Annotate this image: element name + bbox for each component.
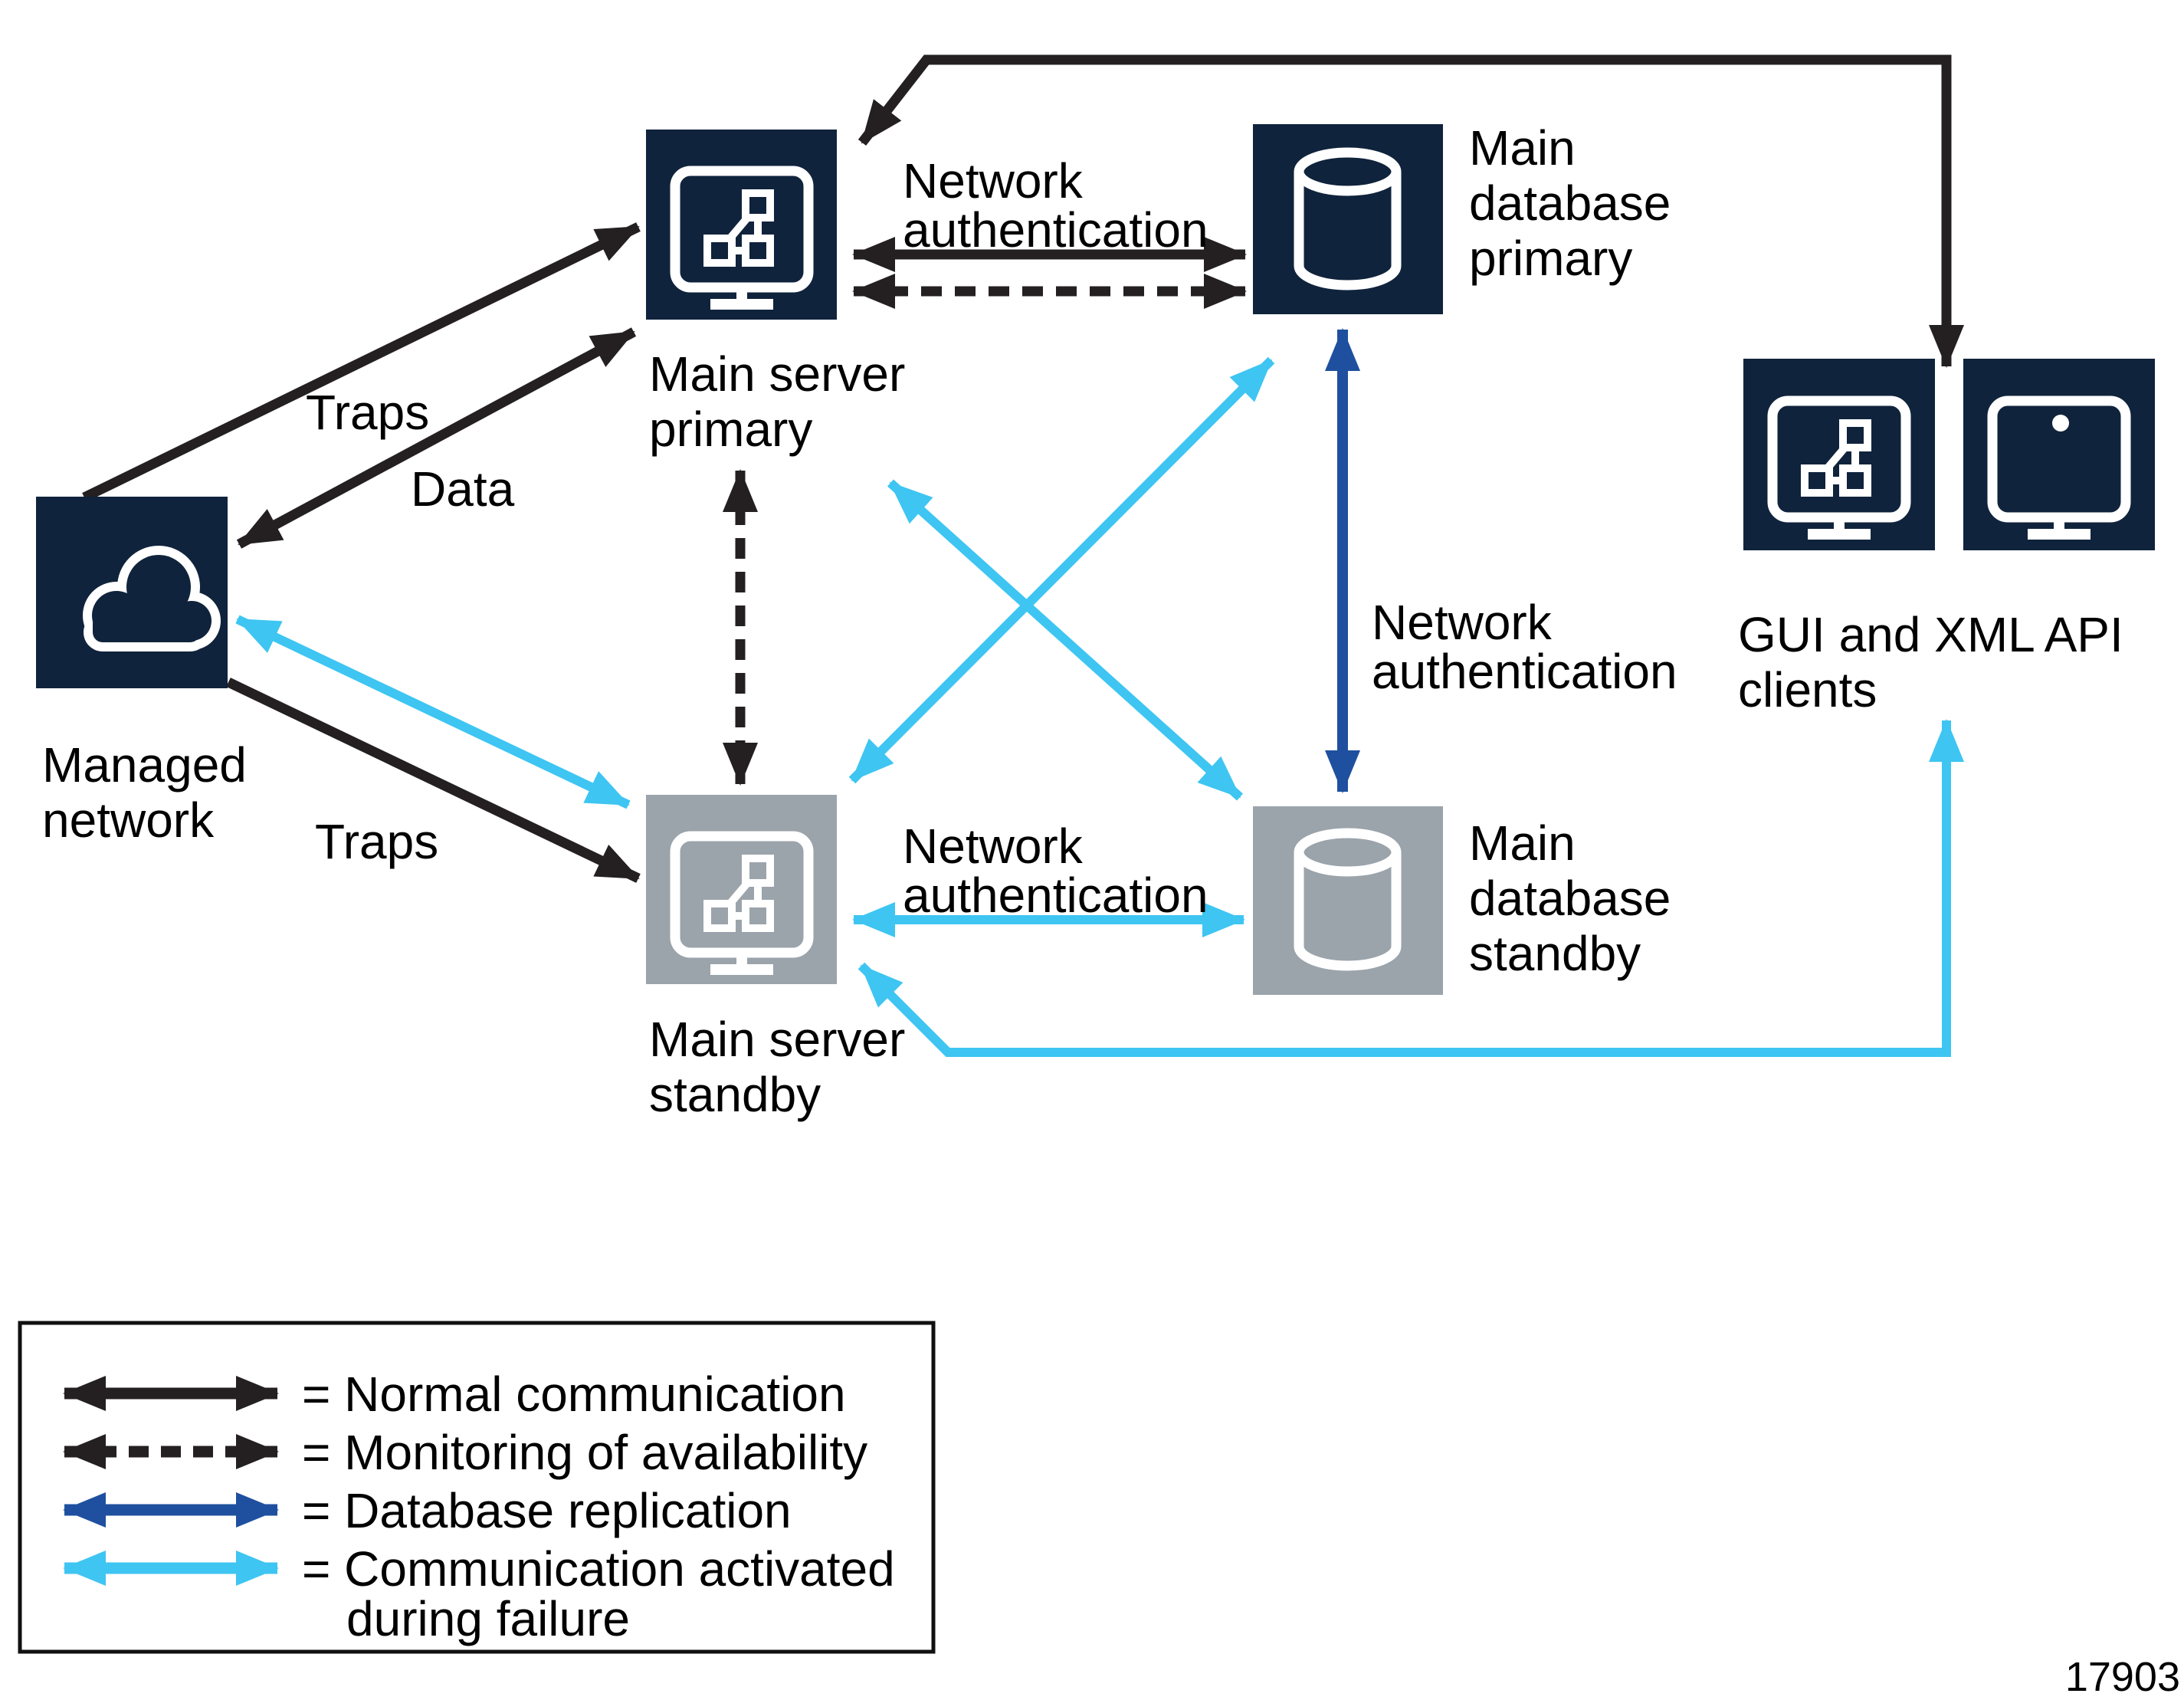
edge-data-primary-server [236, 327, 637, 549]
node-label-main-server-standby-line1: Main server [649, 1012, 905, 1067]
legend-label-normal-communication: = Normal communication [302, 1367, 846, 1422]
edge-traps-to-primary-server [82, 222, 641, 502]
edge-label-traps-standby: Traps [315, 814, 438, 869]
node-gui-client [1743, 359, 1935, 550]
node-main-database-primary [1253, 124, 1443, 314]
nodes [36, 124, 2155, 995]
edge-traps-to-standby-server [226, 678, 641, 883]
node-main-database-standby [1253, 806, 1443, 995]
node-label-main-server-standby-line2: standby [649, 1067, 821, 1122]
edge-label-auth-primary-line1: Network [903, 153, 1084, 208]
node-label-main-database-standby-line1: Main [1469, 816, 1576, 871]
node-managed-network [36, 497, 228, 688]
node-label-main-database-standby-line2: database [1469, 871, 1671, 926]
edge-label-auth-databases-line2: authentication [1372, 644, 1677, 699]
edge-label-auth-databases-line1: Network [1372, 595, 1553, 650]
node-label-main-server-primary-line1: Main server [649, 346, 905, 402]
edge-label-data: Data [411, 461, 515, 517]
edge-failover-primary-server-standby-db [887, 479, 1244, 801]
node-label-main-database-primary-line1: Main [1469, 120, 1576, 176]
node-label-main-server-primary-line2: primary [649, 402, 812, 457]
edges [82, 54, 1964, 1057]
node-main-server-primary [646, 130, 837, 320]
edge-clients-to-primary-server [858, 54, 1964, 368]
legend-label-failure-communication-line2: during failure [346, 1591, 630, 1646]
node-label-gui-xml-clients-line1: GUI and XML API [1738, 607, 2123, 662]
node-label-managed-network-line2: network [42, 793, 215, 848]
legend-label-database-replication: = Database replication [302, 1483, 792, 1538]
legend-border [18, 1321, 936, 1654]
node-label-managed-network-line1: Managed [42, 737, 247, 793]
edge-label-auth-standby-line2: authentication [903, 868, 1208, 923]
node-label-main-database-standby-line3: standby [1469, 926, 1641, 981]
node-label-gui-xml-clients-line2: clients [1738, 662, 1877, 717]
node-xml-api-client [1963, 359, 2155, 550]
node-main-server-standby [646, 795, 837, 984]
node-label-main-database-primary-line3: primary [1469, 231, 1632, 286]
legend-label-failure-communication-line1: = Communication activated [302, 1541, 895, 1597]
edge-label-auth-standby-line1: Network [903, 819, 1084, 874]
edge-label-auth-primary-line2: authentication [903, 202, 1208, 258]
legend-label-monitoring: = Monitoring of availability [302, 1425, 867, 1480]
legend: = Normal communication = Monitoring of a… [18, 1321, 936, 1654]
edge-failover-standby-server-primary-db [848, 356, 1275, 784]
node-label-main-database-primary-line2: database [1469, 176, 1671, 231]
edge-failover-clients-standby-server [858, 719, 1964, 1057]
figure-number: 17903 [2065, 1654, 2180, 1700]
edge-label-traps-primary: Traps [306, 385, 429, 440]
edge-failover-network-standby-server [235, 615, 631, 809]
labels: Traps Data Traps Network authentication … [42, 120, 2123, 1122]
